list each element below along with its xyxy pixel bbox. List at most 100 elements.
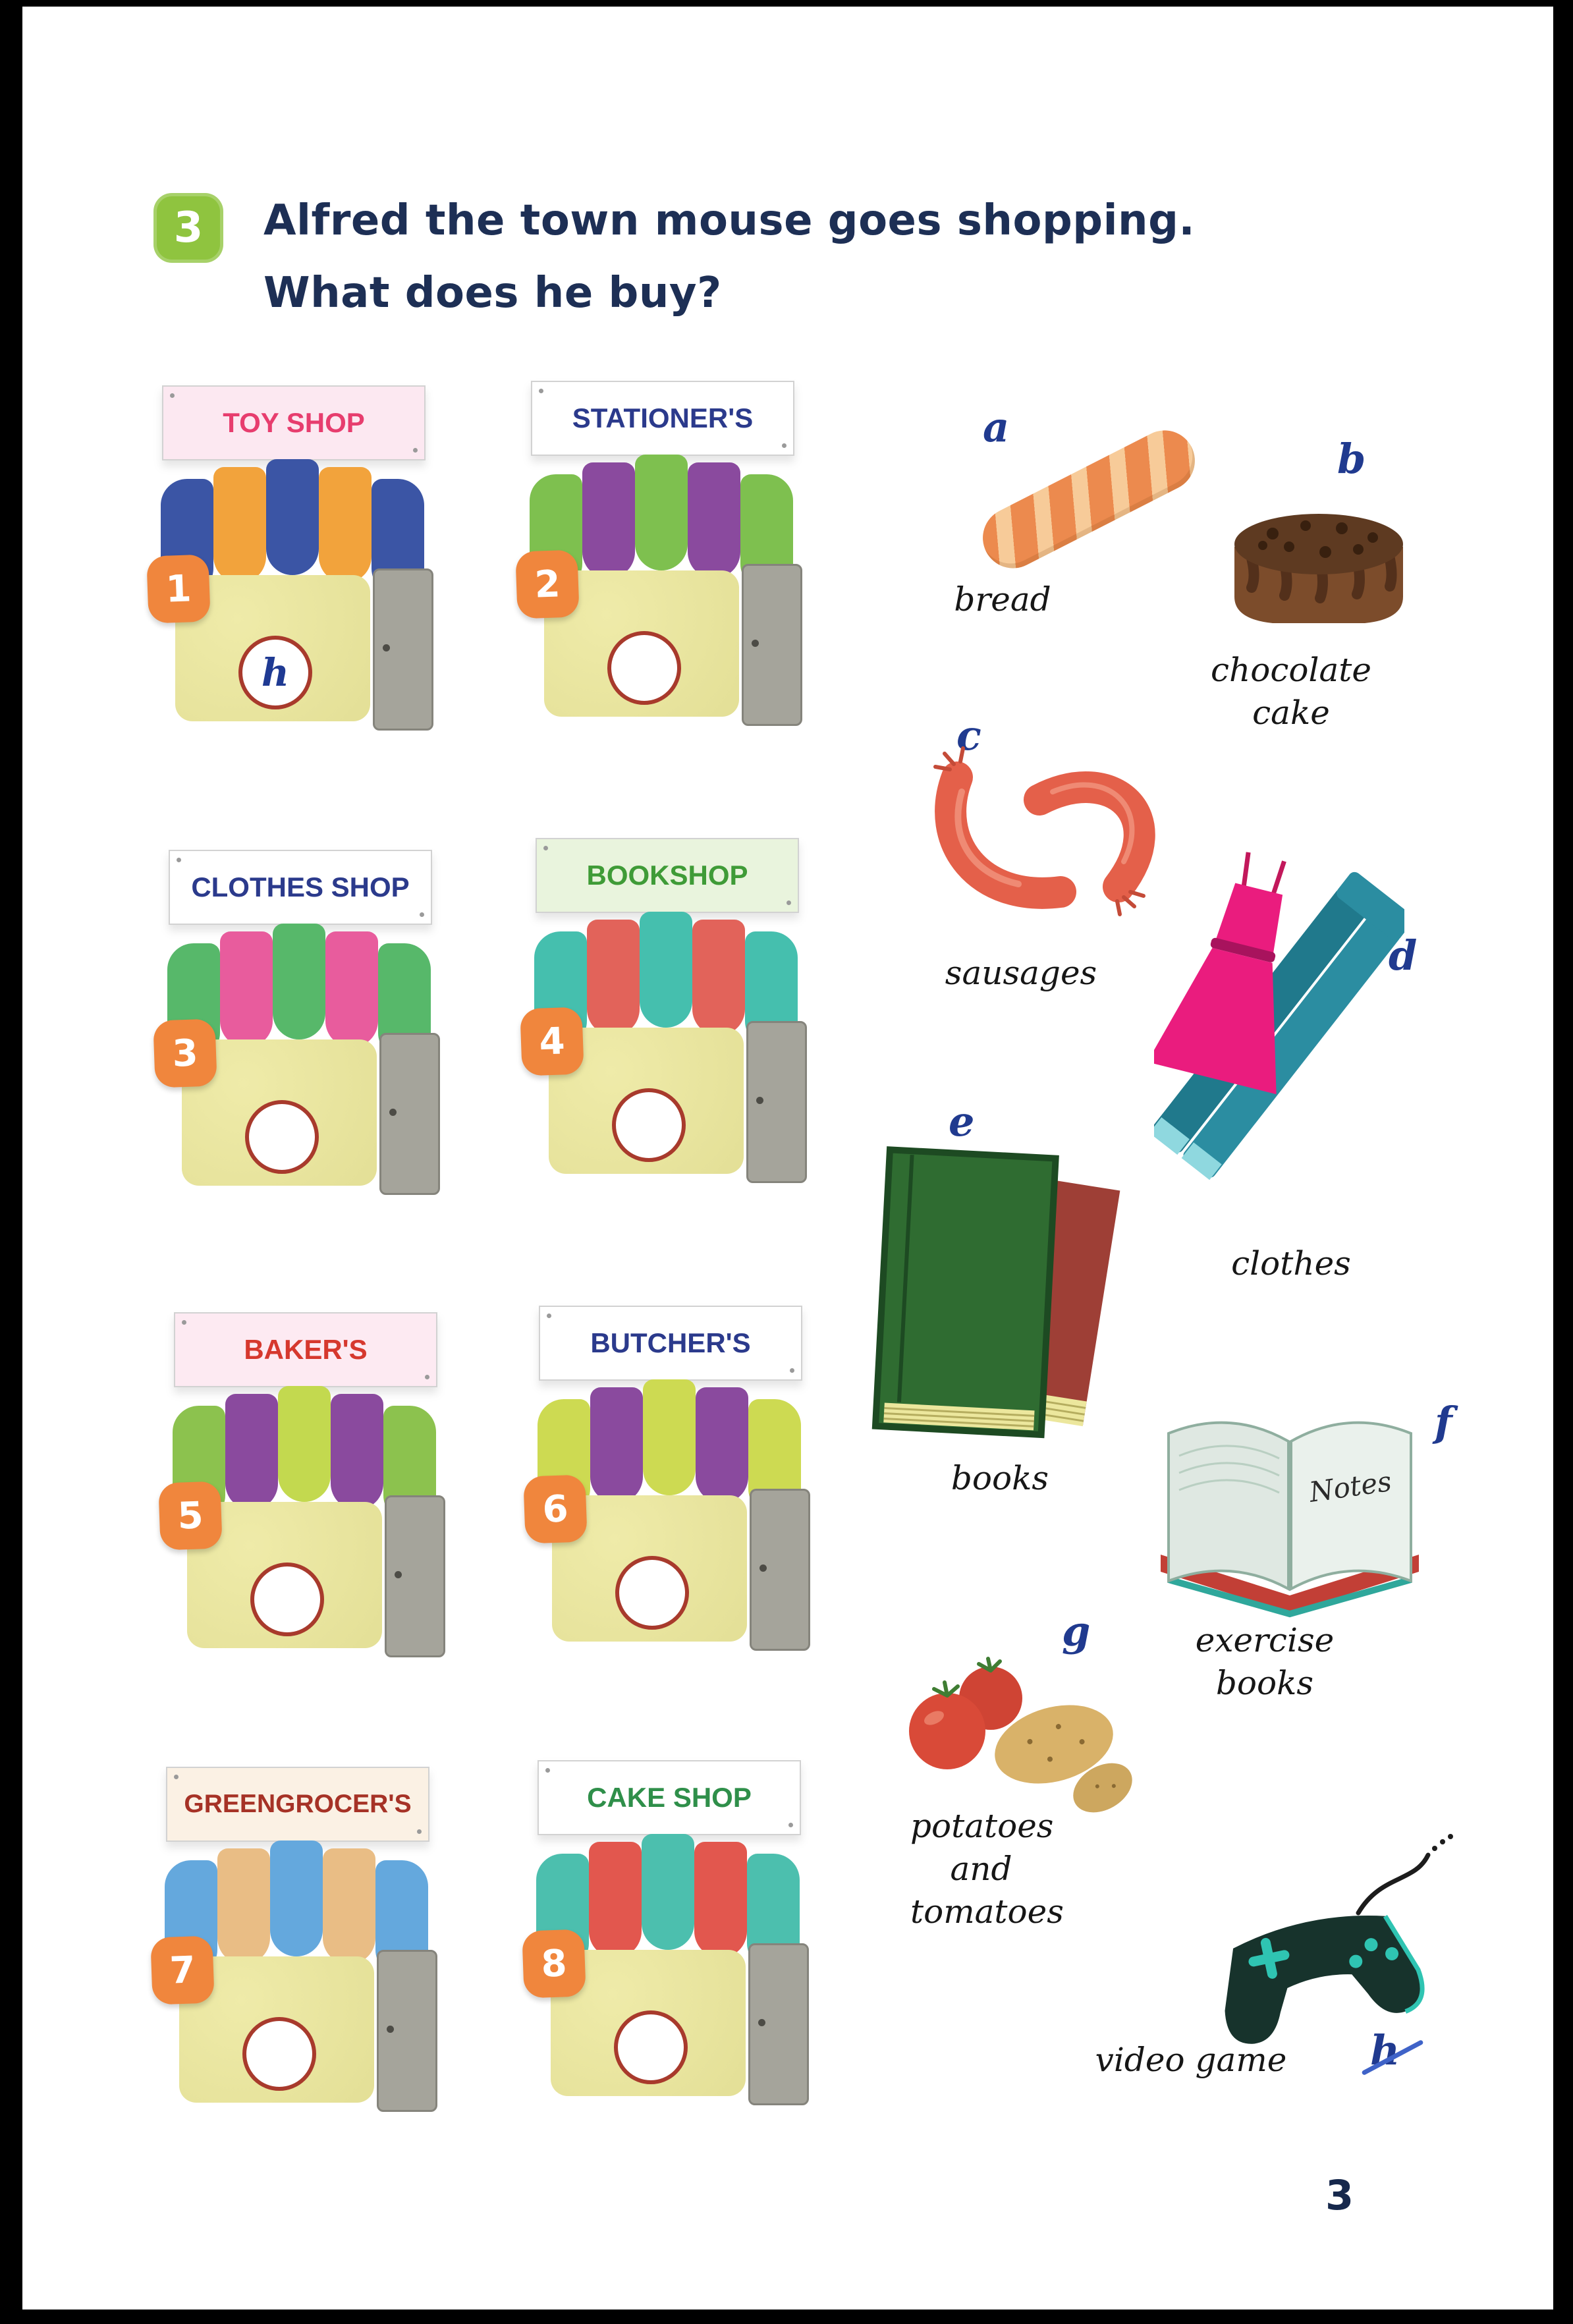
scan-edge-right [1553,0,1573,2324]
shop-door [373,568,433,731]
item-label-books: books [951,1459,1049,1497]
item-label-chocolate-cake: chocolate cake [1211,651,1371,732]
scan-edge-left [0,0,22,2324]
awning-stripe [590,1387,643,1503]
exercise-number-badge: 3 [153,193,223,263]
answer-circle[interactable] [612,1088,686,1162]
shop-name: CLOTHES SHOP [191,872,410,902]
answer-circle[interactable] [614,2010,688,2084]
shop-door [742,564,802,726]
shop-name: CAKE SHOP [587,1782,752,1813]
shop-number-badge: 7 [150,1935,215,2005]
item-label-potatoes-tomatoes: potatoes and tomatoes [910,1807,1064,1931]
answer-circle[interactable] [250,1563,324,1636]
awning-stripe [325,931,378,1047]
shop-sign: STATIONER'S [531,381,794,456]
awning-stripe [640,912,692,1028]
awning-stripe [696,1387,748,1503]
shop-door [748,1943,809,2105]
awning-stripe [587,920,640,1036]
answer-letter: h [261,650,290,695]
shop-name: TOY SHOP [223,407,365,438]
awning-stripe [220,931,273,1047]
item-label-sausages: sausages [945,954,1097,992]
answer-circle[interactable] [615,1556,689,1630]
shop-door [379,1033,440,1195]
awning-stripe [694,1842,747,1958]
shop-cake-shop: CAKE SHOP 8 [522,1754,815,2188]
shop-awning [530,455,793,594]
shop-number-badge: 3 [153,1018,217,1088]
shop-bakers: BAKER'S 5 [158,1306,452,1740]
shop-number-badge: 1 [146,554,211,624]
awning-stripe [692,920,745,1036]
awning-stripe [323,1848,375,1964]
awning-stripe [582,462,635,578]
shop-sign: BUTCHER'S [539,1306,802,1381]
shop-awning [534,912,798,1051]
shop-clothes-shop: CLOTHES SHOP 3 [153,843,447,1278]
awning-stripe [331,1394,383,1510]
shop-stationers: STATIONER'S 2 [515,374,809,809]
item-letter-a: a [983,403,1010,451]
answer-circle[interactable] [245,1100,319,1174]
shop-butchers: BUTCHER'S 6 [523,1299,817,1734]
item-letter-b: b [1337,435,1366,483]
item-letter-c: c [956,711,981,760]
page-number: 3 [1325,2171,1354,2219]
awning-stripe [643,1379,696,1495]
awning-stripe [642,1834,694,1950]
shop-toy-shop: TOY SHOP h 1 [146,379,440,814]
item-label-video-game: video game [1095,2041,1287,2079]
item-label-clothes: clothes [1231,1244,1351,1283]
shop-name: BUTCHER'S [590,1327,751,1358]
item-letter-g: g [1062,1607,1091,1655]
awning-stripe [278,1386,331,1502]
awning-stripe [225,1394,278,1510]
item-label-exercise-books: exercise books [1195,1621,1335,1702]
awning-stripe [266,459,319,575]
shop-sign: GREENGROCER'S [166,1767,429,1842]
exercise-question-line1: Alfred the town mouse goes shopping. [263,196,1196,245]
scan-edge-bottom [0,2310,1573,2324]
awning-stripe [273,924,325,1039]
shop-number-badge: 6 [523,1474,588,1544]
shop-name: BAKER'S [244,1334,368,1365]
item-letter-h-struck: h [1370,2026,1400,2074]
item-label-bread: bread [954,580,1051,619]
shop-sign: CLOTHES SHOP [169,850,432,925]
awning-stripe [688,462,740,578]
exercise-question-line2: What does he buy? [263,269,722,318]
shop-door [377,1950,437,2112]
awning-stripe [589,1842,642,1958]
answer-circle[interactable] [607,631,681,705]
answer-circle[interactable] [242,2017,316,2091]
awning-stripe [213,467,266,583]
scan-edge-top [0,0,1573,7]
shop-name: BOOKSHOP [586,860,748,891]
potatoes-tomatoes-icon [891,1644,1147,1822]
shop-number-badge: 5 [158,1481,223,1551]
shop-sign: BOOKSHOP [536,838,799,913]
answer-circle[interactable]: h [238,636,312,709]
item-letter-e: e [949,1097,975,1146]
shop-door [385,1495,445,1657]
shop-awning [173,1386,436,1526]
awning-stripe [319,467,372,583]
shop-name: GREENGROCER'S [184,1790,412,1818]
shop-sign: BAKER'S [174,1312,437,1387]
awning-stripe [217,1848,270,1964]
shop-sign: CAKE SHOP [538,1760,801,1835]
video-game-icon [1179,1833,1462,2050]
shop-number-badge: 8 [522,1929,586,1999]
shop-door [750,1489,810,1651]
shop-greengrocers: GREENGROCER'S 7 [150,1760,444,2195]
item-letter-f: f [1435,1398,1452,1446]
exercise-books-icon: Notes [1145,1391,1435,1622]
shop-door [746,1021,807,1183]
awning-stripe [635,455,688,570]
chocolate-cake-icon [1227,506,1411,638]
awning-stripe [270,1840,323,1956]
books-icon [871,1145,1121,1461]
